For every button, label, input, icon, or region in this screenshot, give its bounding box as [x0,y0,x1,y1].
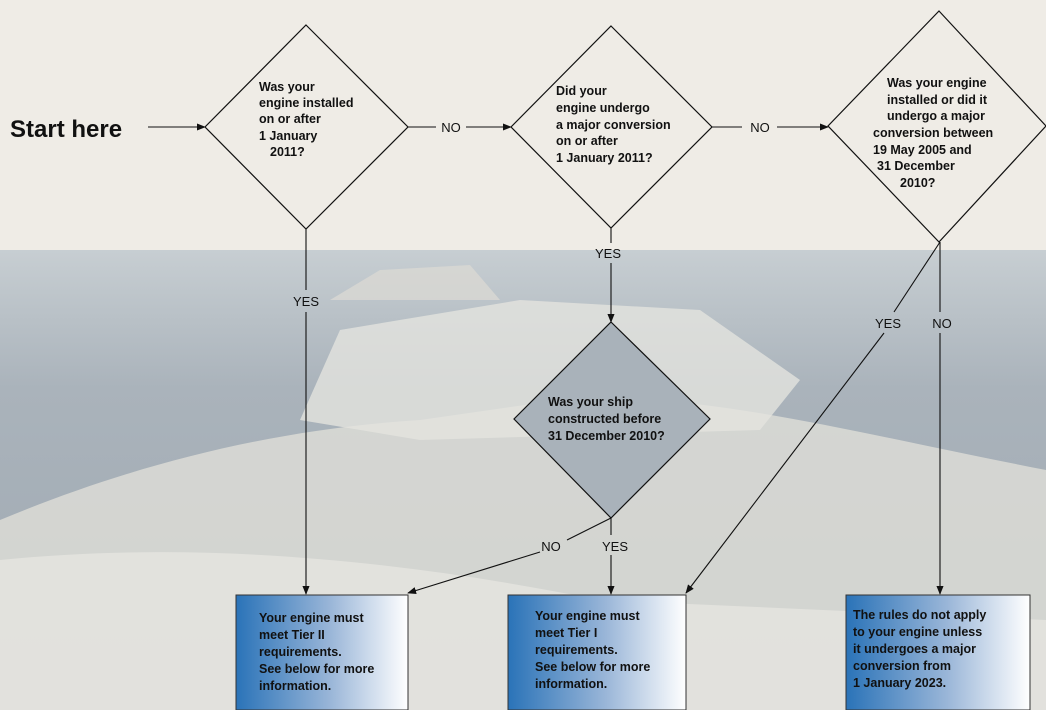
q2-line: Did your [556,84,607,98]
outcome-tier1: Your engine must meet Tier I requirement… [507,594,687,710]
question-q2: Did your engine undergo a major conversi… [556,84,671,165]
q1-line: Was your [259,80,315,94]
q4-line: 31 December 2010? [548,429,665,443]
outcome-none-box [845,594,1031,710]
outcome-tier1-box [507,594,687,710]
decision-q1-diamond [204,24,409,230]
decision-q3-diamond [827,10,1046,243]
tier1-line: See below for more [535,660,650,674]
question-q1: Was your engine installed on or after 1 … [259,80,353,159]
q2-line: 1 January 2011? [556,151,653,165]
tier1-line: information. [535,677,607,691]
question-q4: Was your ship constructed before 31 Dece… [548,395,665,443]
question-q3: Was your engine installed or did it unde… [873,76,993,190]
q1-line: 1 January [259,129,317,143]
q1-line: on or after [259,112,321,126]
q3-line: installed or did it [887,93,988,107]
tier2-line: See below for more [259,662,374,676]
outcome-tier2: Your engine must meet Tier II requiremen… [235,594,409,710]
q3-line: conversion between [873,126,993,140]
tier1-line: Your engine must [535,609,640,623]
q3-no-label: NO [932,316,952,331]
q4-no-arrow [407,551,541,595]
tier1-line: meet Tier I [535,626,597,640]
q4-line: constructed before [548,412,661,426]
q1-line: engine installed [259,96,353,110]
q1-no-label: NO [441,120,461,135]
decision-q2-diamond [510,25,713,229]
tier1-line: requirements. [535,643,618,657]
q2-line: engine undergo [556,101,650,115]
q3-line: undergo a major [887,109,985,123]
outcome-tier2-box [235,594,409,710]
tier2-line: requirements. [259,645,342,659]
q2-yes-label: YES [595,246,621,261]
none-line: The rules do not apply [853,608,986,622]
q4-line: Was your ship [548,395,633,409]
edge-labels: NO NO YES YES YES NO NO YES [293,120,952,554]
none-line: it undergoes a major [853,642,976,656]
outcome-none: The rules do not apply to your engine un… [845,594,1031,710]
q3-yes-arrow [685,332,885,594]
tier2-line: Your engine must [259,611,364,625]
q3-yes-line [893,241,941,313]
connectors [148,123,944,595]
q1-yes-label: YES [293,294,319,309]
q2-no-label: NO [750,120,770,135]
q3-line: 2010? [900,176,935,190]
q4-no-line [566,517,612,541]
tier2-line: information. [259,679,331,693]
q2-line: on or after [556,134,618,148]
none-line: 1 January 2023. [853,676,946,690]
q4-no-label: NO [541,539,561,554]
q3-line: 19 May 2005 and [873,143,972,157]
q3-line: 31 December [877,159,955,173]
q2-line: a major conversion [556,118,671,132]
none-line: to your engine unless [853,625,982,639]
q3-yes-label: YES [875,316,901,331]
decision-q4-diamond [513,321,711,519]
q1-line: 2011? [270,145,305,159]
tier2-line: meet Tier II [259,628,325,642]
q4-yes-label: YES [602,539,628,554]
none-line: conversion from [853,659,951,673]
start-label: Start here [10,116,122,143]
q3-line: Was your engine [887,76,987,90]
